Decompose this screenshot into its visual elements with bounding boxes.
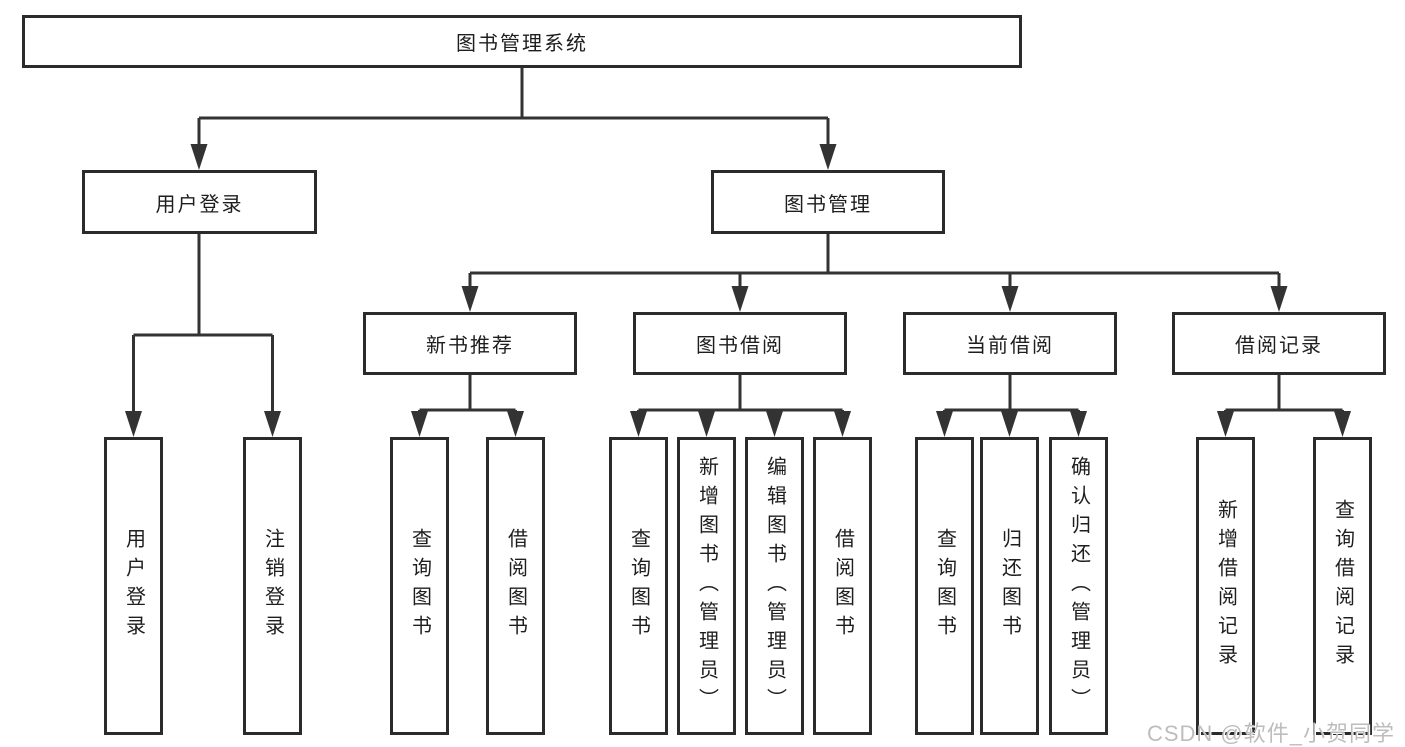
node-label: 当前借阅 — [966, 335, 1054, 357]
node-label: 确认归还（管理员） — [1067, 455, 1090, 717]
node-borrowing-records: 借阅记录 — [1172, 312, 1386, 375]
leaf-user-login: 用户登录 — [104, 437, 163, 735]
leaf-return-books: 归还图书 — [980, 437, 1039, 735]
node-label: 查询图书 — [408, 528, 431, 644]
leaf-query-books-recommendation: 查询图书 — [390, 437, 449, 735]
node-book-borrowing: 图书借阅 — [633, 312, 847, 375]
node-label: 借阅记录 — [1235, 335, 1323, 357]
node-new-book-recommendation: 新书推荐 — [363, 312, 577, 375]
node-label: 新增图书（管理员） — [695, 455, 718, 717]
leaf-borrow-books-borrowing: 借阅图书 — [813, 437, 872, 735]
node-label: 借阅图书 — [831, 528, 854, 644]
node-library-management-system: 图书管理系统 — [22, 15, 1022, 68]
leaf-borrow-books-recommendation: 借阅图书 — [486, 437, 545, 735]
leaf-edit-books-admin: 编辑图书（管理员） — [745, 437, 804, 735]
leaf-add-books-admin: 新增图书（管理员） — [677, 437, 736, 735]
node-book-management: 图书管理 — [711, 170, 945, 234]
node-label: 查询图书 — [933, 528, 956, 644]
node-label: 用户登录 — [122, 528, 145, 644]
leaf-logout: 注销登录 — [243, 437, 302, 735]
node-label: 图书借阅 — [696, 335, 784, 357]
node-label: 注销登录 — [261, 528, 284, 644]
node-label: 图书管理 — [784, 193, 872, 216]
leaf-query-books-borrowing: 查询图书 — [609, 437, 668, 735]
node-label: 新增借阅记录 — [1214, 499, 1237, 673]
node-label: 借阅图书 — [504, 528, 527, 644]
node-user-login: 用户登录 — [82, 170, 317, 234]
leaf-query-books-current: 查询图书 — [915, 437, 974, 735]
csdn-watermark: CSDN @软件_小贺同学 — [1146, 721, 1395, 746]
node-label: 图书管理系统 — [456, 33, 588, 55]
node-label: 新书推荐 — [426, 335, 514, 357]
leaf-confirm-return-admin: 确认归还（管理员） — [1049, 437, 1108, 735]
leaf-query-borrow-record: 查询借阅记录 — [1313, 437, 1372, 735]
node-label: 编辑图书（管理员） — [763, 455, 786, 717]
node-current-borrowing: 当前借阅 — [903, 312, 1117, 375]
node-label: 用户登录 — [155, 193, 244, 216]
leaf-add-borrow-record: 新增借阅记录 — [1196, 437, 1255, 735]
node-label: 查询借阅记录 — [1331, 499, 1354, 673]
node-label: 归还图书 — [998, 528, 1021, 644]
node-label: 查询图书 — [627, 528, 650, 644]
